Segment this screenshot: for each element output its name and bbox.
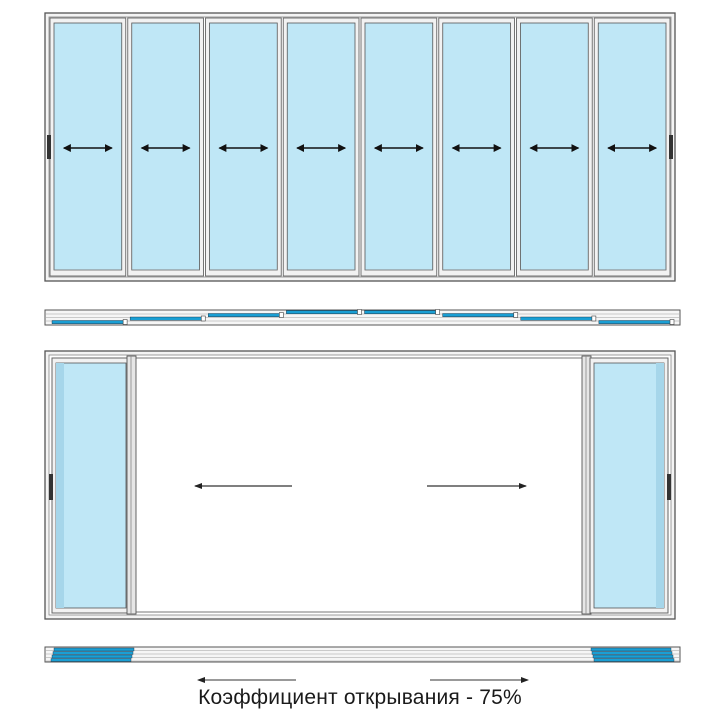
plan-panel-segment [364,310,439,314]
door-panel [282,17,360,277]
plan-panel-segment [51,320,127,324]
handle-icon [47,135,51,159]
closed-elevation [44,12,676,282]
door-panel [516,17,593,277]
handle-icon [667,474,671,500]
right-plan-stack [590,647,675,662]
right-panel-stack [581,355,671,615]
plan-panel-segment [286,310,361,314]
open-elevation [44,350,676,620]
left-panel-stack [49,355,137,615]
plan-panel-segment [442,313,517,317]
door-panel [127,17,204,277]
door-panel [593,17,671,277]
left-plan-stack [50,647,135,662]
plan-panel-segment [598,320,674,324]
door-panel [49,17,127,277]
handle-icon [49,474,53,500]
door-panel [438,17,515,277]
opening-ratio-caption: Коэффициент открывания - 75% [198,686,522,709]
handle-icon [669,135,673,159]
door-panel [360,17,438,277]
door-panel [205,17,282,277]
plan-panel-segment [208,313,283,317]
closed-plan [44,309,681,326]
plan-panel-segment [129,316,205,321]
plan-panel-segment [520,316,596,321]
open-plan [44,646,681,683]
